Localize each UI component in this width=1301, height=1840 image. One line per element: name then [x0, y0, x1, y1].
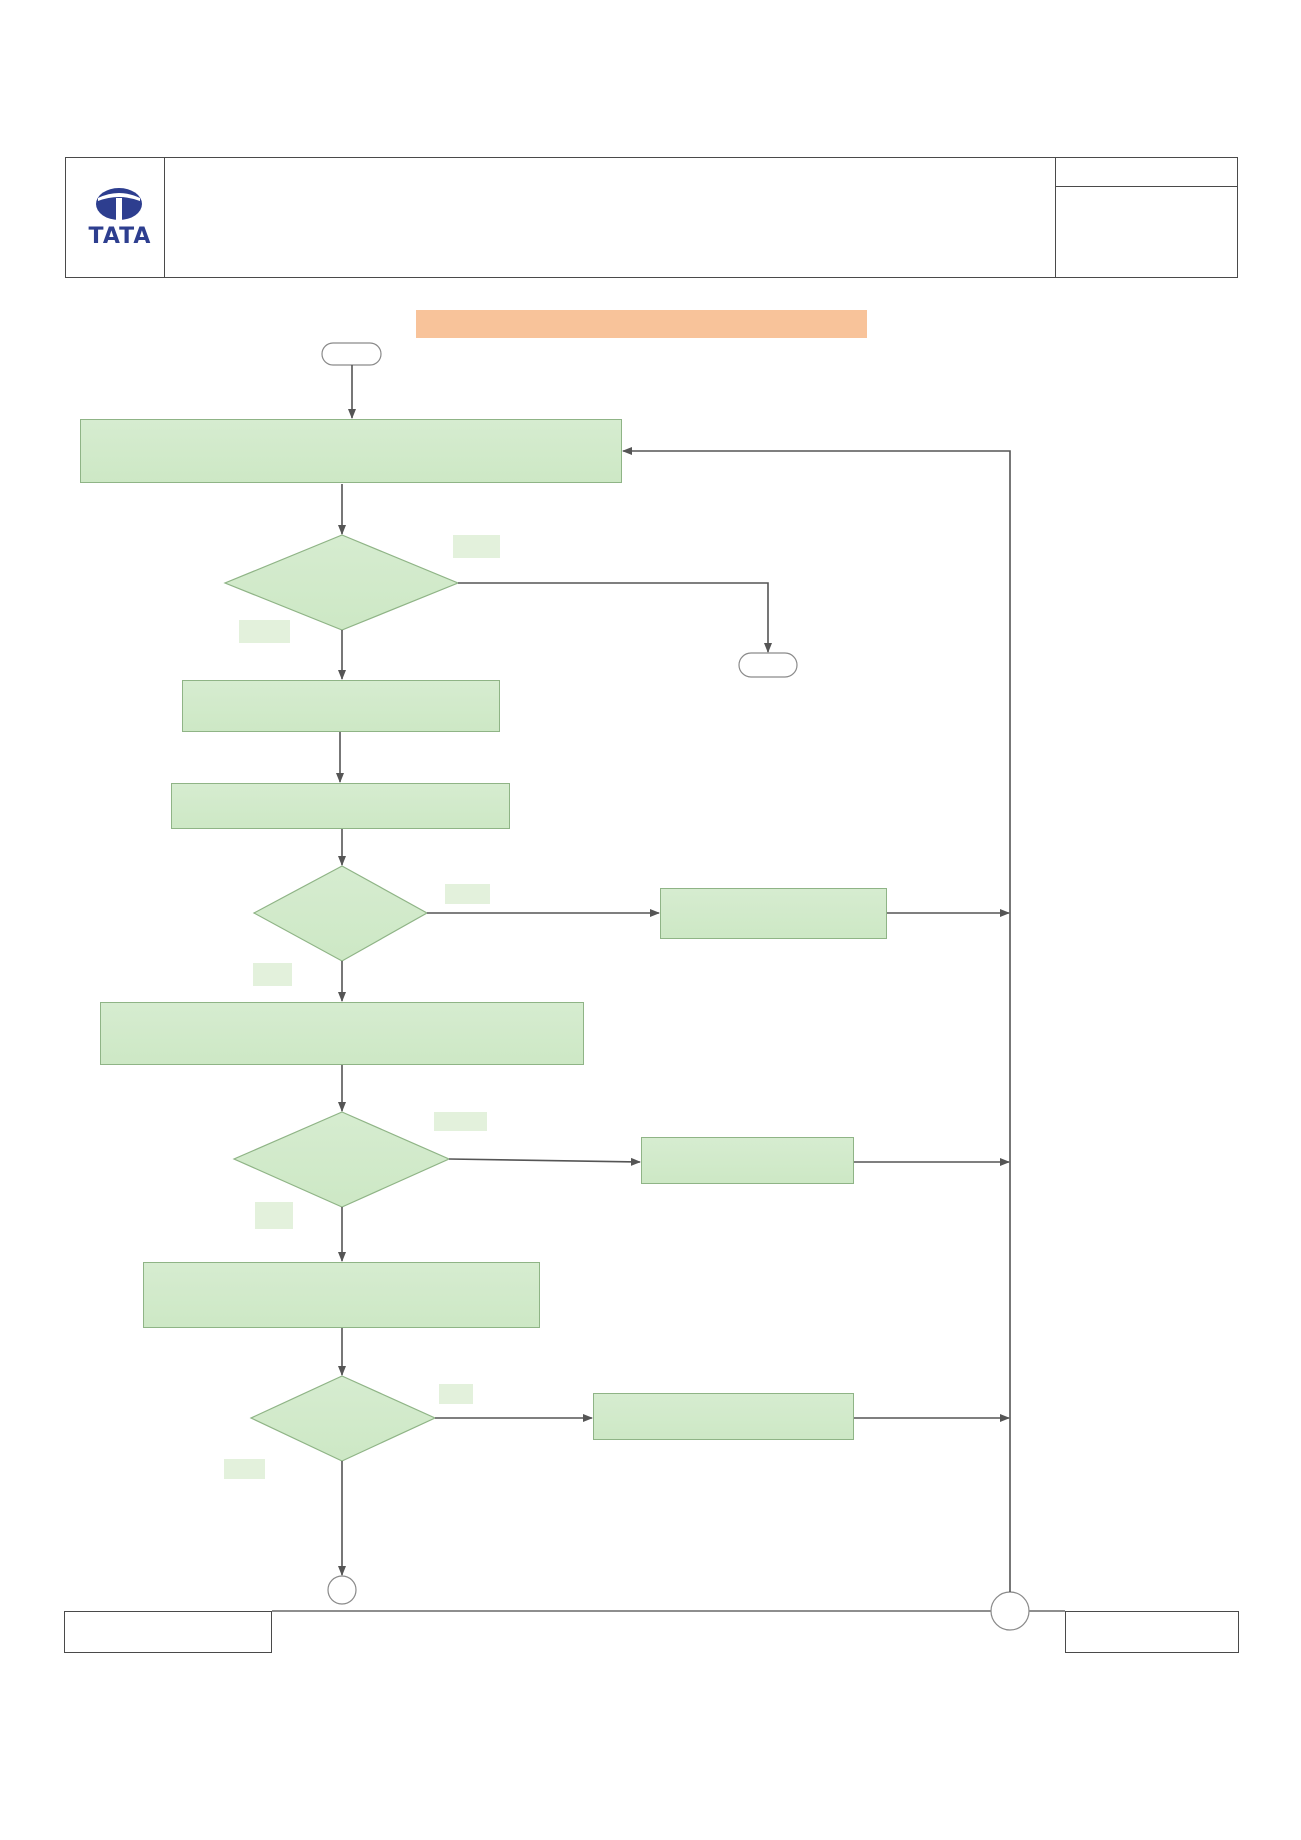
side-box-2 — [641, 1137, 854, 1184]
edge-decision3-to-side2 — [448, 1157, 641, 1166]
branch-label-1-side — [453, 535, 500, 558]
branch-label-1-down — [239, 620, 290, 643]
branch-label-4-side — [439, 1384, 473, 1404]
branch-label-4-down — [224, 1459, 265, 1479]
tata-logo: TATA — [84, 186, 154, 252]
start-terminator — [321, 342, 382, 366]
header-right-split — [1055, 186, 1238, 187]
branch-label-2-side — [445, 884, 490, 904]
process-box-5 — [143, 1262, 540, 1328]
tata-logo-icon — [96, 188, 142, 220]
branch-label-3-down — [255, 1202, 293, 1229]
process-box-4 — [100, 1002, 584, 1065]
process-box-1 — [80, 419, 622, 483]
logo-text: TATA — [88, 224, 152, 249]
header-divider-left — [164, 157, 165, 278]
footer-left-box — [64, 1611, 272, 1653]
decision-4 — [249, 1375, 437, 1462]
header-divider-right — [1055, 157, 1056, 278]
bottom-connector-circle — [327, 1575, 357, 1605]
title-bar — [416, 310, 867, 338]
end-terminator — [738, 652, 798, 678]
side-box-3 — [593, 1393, 854, 1440]
process-box-3 — [171, 783, 510, 829]
branch-label-3-side — [434, 1112, 487, 1131]
process-box-2 — [182, 680, 500, 732]
edge-loop-back-to-box1 — [622, 447, 1011, 1592]
header-frame — [65, 157, 1238, 278]
footer-right-box — [1065, 1611, 1239, 1653]
branch-label-2-down — [253, 963, 292, 986]
decision-2 — [252, 865, 429, 962]
loop-connector-circle — [990, 1591, 1030, 1631]
edge-decision1-to-end — [458, 582, 772, 653]
decision-3 — [232, 1111, 451, 1208]
decision-1 — [223, 534, 460, 631]
side-box-1 — [660, 888, 887, 939]
